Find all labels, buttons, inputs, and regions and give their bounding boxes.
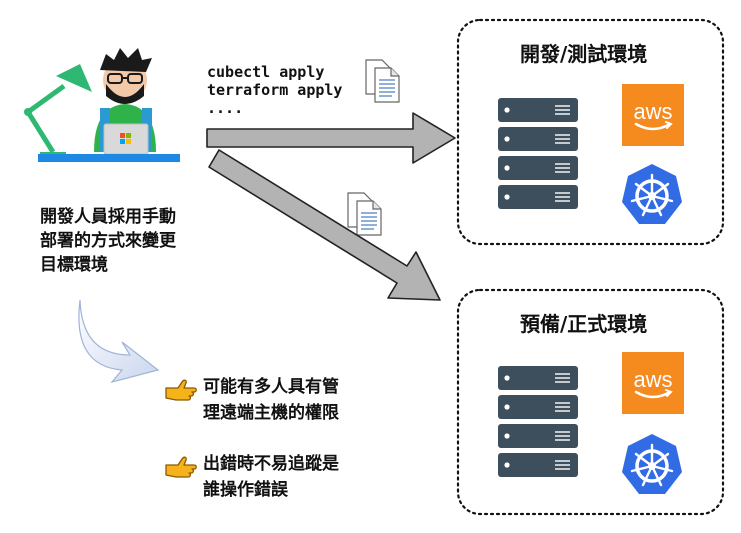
document-icon (347, 192, 382, 236)
prod-env-title: 預備/正式環境 (520, 312, 648, 336)
desk-lamp-icon (24, 64, 92, 160)
pointing-hand-icon (165, 456, 197, 478)
kubernetes-icon (620, 432, 684, 496)
document-icon (365, 59, 400, 103)
arrow-to-prod-env (208, 149, 441, 301)
command-line: terraform apply (207, 81, 343, 99)
dev-env-box (456, 18, 725, 246)
command-line: cubectl apply (207, 63, 325, 81)
laptop-icon (103, 123, 149, 155)
server-icon (497, 365, 579, 478)
note-permissions: 可能有多人具有管 理遠端主機的權限 (203, 377, 339, 423)
note-traceability: 出錯時不易追蹤是 誰操作錯誤 (203, 454, 339, 500)
command-line: .... (207, 99, 244, 117)
pointing-hand-icon (165, 379, 197, 401)
curved-arrow (78, 299, 160, 384)
desk (38, 154, 180, 162)
server-icon (497, 97, 579, 210)
prod-env-box (456, 288, 725, 516)
dev-env-title: 開發/測試環境 (520, 42, 648, 66)
aws-logo (620, 82, 686, 148)
arrow-to-dev-env (206, 112, 456, 164)
kubernetes-icon (620, 162, 684, 226)
developer-description: 開發人員採用手動 部署的方式來變更 目標環境 (40, 207, 176, 275)
command-list: cubectl apply terraform apply .... (207, 63, 342, 117)
aws-logo (620, 350, 686, 416)
